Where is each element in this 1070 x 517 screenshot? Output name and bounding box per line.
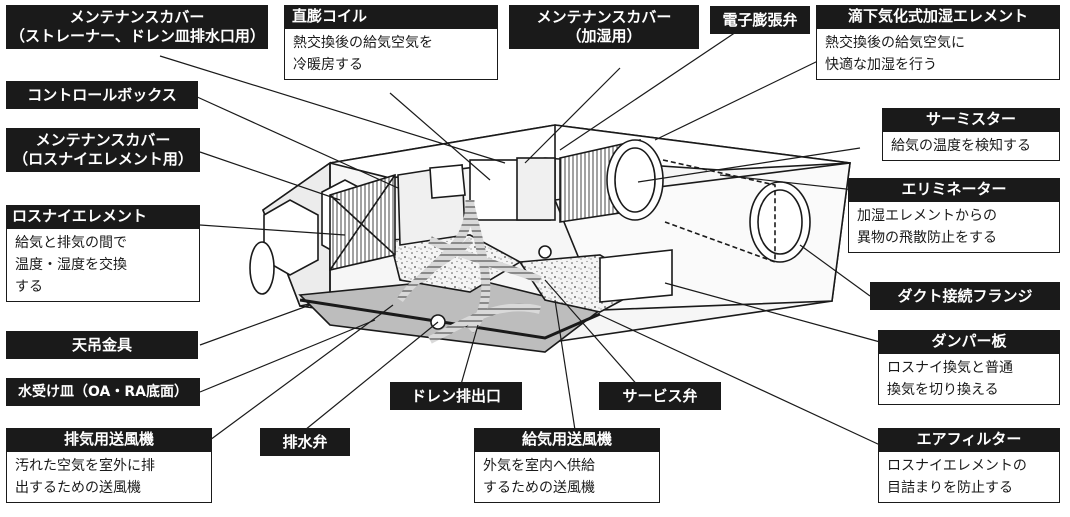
callout-eliminator: エリミネーター 加湿エレメントからの 異物の飛散防止をする (848, 178, 1060, 253)
callout-thermistor-title: サーミスター (882, 108, 1060, 131)
callout-control-box: コントロールボックス (6, 81, 198, 109)
callout-hanger: 天吊金具 (6, 331, 198, 359)
callout-humidifier-title: 滴下気化式加湿エレメント (816, 5, 1060, 28)
callout-lossnay-element-desc-2: 温度・湿度を交換 (15, 257, 127, 273)
callout-maint-strainer: メンテナンスカバー （ストレーナー、ドレン皿排水口用） (6, 5, 268, 49)
callout-maint-strainer-line1: メンテナンスカバー (69, 8, 205, 26)
callout-thermistor: サーミスター 給気の温度を検知する (882, 108, 1060, 161)
callout-air-filter: エアフィルター ロスナイエレメントの 目詰まりを防止する (878, 428, 1060, 503)
callout-expansion-valve: 電子膨張弁 (710, 6, 810, 34)
callout-direct-coil-desc-1: 熱交換後の給気空気を (293, 35, 433, 51)
callout-air-filter-desc-1: ロスナイエレメントの (887, 458, 1027, 474)
callout-exhaust-fan-title: 排気用送風機 (6, 428, 212, 451)
callout-direct-coil: 直膨コイル 熱交換後の給気空気を 冷暖房する (284, 5, 498, 80)
callout-lossnay-element-title: ロスナイエレメント (6, 205, 200, 228)
callout-maint-humid-line2: （加湿用） (566, 27, 642, 45)
callout-supply-fan-title: 給気用送風機 (474, 428, 660, 451)
callout-humidifier-desc-1: 熱交換後の給気空気に (825, 35, 965, 51)
callout-drain-outlet: ドレン排出口 (390, 382, 522, 410)
callout-maint-lossnay-line2: （ロスナイエレメント用） (13, 150, 193, 168)
callout-maint-humid: メンテナンスカバー （加湿用） (509, 5, 699, 49)
callout-lossnay-element: ロスナイエレメント 給気と排気の間で 温度・湿度を交換 する (6, 205, 200, 302)
callout-humidifier: 滴下気化式加湿エレメント 熱交換後の給気空気に 快適な加湿を行う (816, 5, 1060, 80)
callout-air-filter-title: エアフィルター (878, 428, 1060, 451)
callout-drain-valve: 排水弁 (260, 428, 350, 456)
callout-humidifier-desc-2: 快適な加湿を行う (825, 57, 937, 73)
callout-maint-lossnay-line1: メンテナンスカバー (35, 131, 171, 149)
callout-air-filter-desc-2: 目詰まりを防止する (887, 480, 1013, 496)
callout-direct-coil-desc-2: 冷暖房する (293, 57, 363, 73)
callout-maint-lossnay: メンテナンスカバー （ロスナイエレメント用） (6, 128, 200, 172)
leader-lines (159, 25, 901, 446)
callout-supply-fan-desc-2: するための送風機 (483, 480, 595, 496)
callout-maint-strainer-line2: （ストレーナー、ドレン皿排水口用） (10, 27, 265, 45)
callout-supply-fan: 給気用送風機 外気を室内へ供給 するための送風機 (474, 428, 660, 503)
callout-eliminator-desc-2: 異物の飛散防止をする (857, 230, 997, 246)
callout-direct-coil-title: 直膨コイル (284, 5, 498, 28)
unit-body (249, 124, 851, 353)
callout-exhaust-fan-desc-1: 汚れた空気を室外に排 (15, 458, 155, 474)
callout-damper: ダンパー板 ロスナイ換気と普通 換気を切り換える (878, 330, 1060, 405)
callout-damper-desc-1: ロスナイ換気と普通 (887, 360, 1013, 376)
callout-supply-fan-desc-1: 外気を室内へ供給 (483, 458, 595, 474)
callout-exhaust-fan-desc-2: 出するための送風機 (15, 480, 141, 496)
callout-duct-flange: ダクト接続フランジ (870, 282, 1060, 310)
callout-lossnay-element-desc-1: 給気と排気の間で (15, 235, 127, 251)
callout-maint-humid-line1: メンテナンスカバー (536, 8, 672, 26)
callout-thermistor-desc-1: 給気の温度を検知する (891, 138, 1031, 154)
callout-eliminator-title: エリミネーター (848, 178, 1060, 201)
callout-eliminator-desc-1: 加湿エレメントからの (857, 208, 997, 224)
callout-drip-pan: 水受け皿（OA・RA底面） (6, 378, 200, 406)
callout-service-valve: サービス弁 (599, 382, 721, 410)
callout-lossnay-element-desc-3: する (15, 279, 43, 295)
callout-exhaust-fan: 排気用送風機 汚れた空気を室外に排 出するための送風機 (6, 428, 212, 503)
callout-damper-desc-2: 換気を切り換える (887, 382, 999, 398)
callout-damper-title: ダンパー板 (878, 330, 1060, 353)
